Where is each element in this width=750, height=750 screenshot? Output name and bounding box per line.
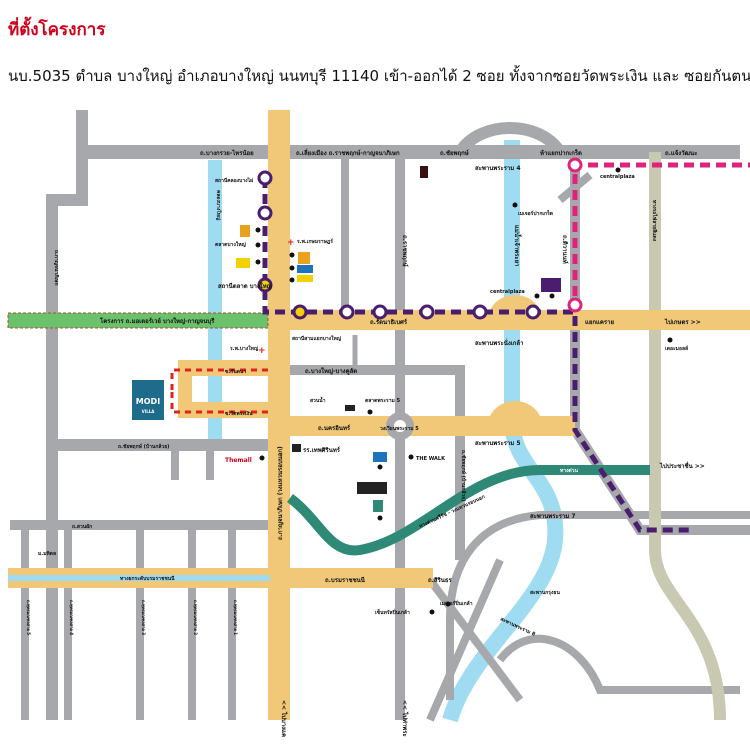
landmark-label: เมเจอร์ปิ่นเกล้า	[440, 599, 473, 607]
purple-line-stations	[257, 170, 541, 320]
landmark-label: THE WALK	[416, 456, 446, 462]
road-label: ถ.ติวานนท์	[561, 235, 569, 264]
chao-phraya-river	[442, 140, 564, 723]
road-label: << ไปท่าพระ	[401, 700, 409, 737]
landmark-label: centralplaza	[600, 174, 635, 180]
road-label: ถ.กาญจนาภิเษก	[53, 250, 60, 286]
landmark-label: สถานีคลองบางไผ่	[215, 177, 253, 184]
hospital-icon: +	[287, 238, 295, 248]
road-label: แยกแคราย	[585, 319, 614, 326]
road-label: ถ.แจ้งวัฒนะ	[665, 149, 697, 157]
pink-station	[567, 297, 583, 313]
purple-line	[262, 178, 690, 533]
road-label: ถ.กาญจนาภิเษก (วงแหวนรอบนอก)	[276, 446, 284, 540]
road-label: ถ.บรมราชชนนี	[325, 576, 366, 584]
project-sub: VILLA	[142, 409, 156, 414]
road-label: ถ.ชัยพฤกษ์	[440, 149, 469, 157]
landmark-label: สะพานพระราม 7	[530, 513, 576, 520]
road-label: ถ.รัตนาธิเบศร์	[370, 318, 408, 326]
access-route	[170, 368, 268, 414]
road-label: ถ.เลี่ยงเมือง ถ.ราชพฤกษ์-กาญจนาภิเษก	[296, 148, 400, 157]
road-label: ถ.พุทธมณฑลสาย 2	[192, 600, 198, 635]
road-label: ทางด่วน	[560, 467, 579, 474]
road-label: วงเวียนพระราม 5	[380, 425, 419, 432]
project-address: นบ.5035 ตำบล บางใหญ่ อำเภอบางใหญ่ นนทบุร…	[8, 67, 750, 85]
expressway	[286, 465, 650, 556]
landmark-label: สะพานพระนั่งเกล้า	[475, 338, 523, 347]
road-label: ถ.ชัยพฤกษ์ (บ้านกล้วย)	[118, 443, 169, 450]
landmark-label: Themall	[225, 457, 252, 464]
road-label: คลองบางใหญ่	[215, 190, 222, 221]
road-label: ถ.ชัยพฤกษ์ (บ้านกล้วย)	[460, 450, 467, 501]
road-label: ไปประชาชื่น >>	[659, 461, 705, 470]
landmark-label: ร.พ.เกษมราษฎร์	[297, 238, 333, 245]
brand-logos	[236, 166, 561, 512]
landmark-label: สถานีตลาด บางใหญ่	[218, 282, 272, 290]
main-roads	[8, 110, 750, 720]
chaengwattana-road	[649, 152, 726, 721]
road-label: ถ.พุทธมณฑลสาย 3	[140, 600, 146, 635]
landmark-label: ตลาดพระราม 5	[365, 398, 401, 404]
road-label: << ไปบางแค	[280, 700, 288, 737]
landmark-label: สถานีสามแยกบางใหญ่	[292, 335, 342, 342]
landmark-label: centralplaza	[490, 289, 525, 295]
hospital-icon: +	[258, 346, 266, 356]
landmark-label: ร.พ.บางใหญ่	[230, 345, 259, 352]
road-label: ถ.พุทธมณฑลสาย 1	[232, 600, 238, 635]
road-label: ซ.กันตนา	[225, 368, 246, 375]
pink-station	[567, 157, 583, 173]
landmark-label: สะพานกรุงธน	[530, 590, 560, 596]
road-label: ห้าแยกปากเกร็ด	[540, 148, 582, 157]
minor-roads	[10, 110, 750, 722]
landmark-label: เดอะมอลล์	[665, 345, 688, 352]
landmark-label: สะพานพระราม 4	[475, 165, 521, 172]
project-name: MODI	[136, 397, 160, 406]
page-title: ที่ตั้งโครงการ	[8, 20, 106, 40]
landmark-label: ม.มหิดล	[38, 550, 56, 557]
road-label: ซ.วัดพระเงิน	[225, 410, 253, 417]
road-label: ถ.สิรินธร	[428, 576, 453, 584]
road-label: ถ.นครอินทร์	[318, 424, 351, 432]
landmark-label: สะพานพระราม 5	[475, 440, 521, 447]
road-label: ทางยกระดับบรมราชชนนี	[120, 575, 175, 582]
elevated-expressway	[8, 575, 270, 581]
landmark-label: ตลาดบางใหญ่	[215, 241, 247, 248]
landmark-label: เซ็นทรัลปิ่นเกล้า	[375, 608, 410, 616]
road-label: ไปเกษตร >>	[664, 318, 701, 326]
river-label: แม่น้ำเจ้าพระยา	[513, 225, 523, 267]
landmark-label: รร.เทพศิรินทร์	[303, 446, 341, 454]
road-label: ถ.ราชพฤกษ์	[401, 235, 409, 267]
road-label: ถ.บางกรวย-ไทรน้อย	[200, 149, 254, 157]
motorway-project	[7, 312, 269, 329]
road-label: ถ.สวนผัก	[72, 523, 92, 530]
road-label: โครงการ ถ.มอเตอร์เวย์ บางใหญ่-กาญจนบุรี	[99, 317, 215, 325]
pink-line	[572, 162, 750, 312]
road-label: ถ.บางใหญ่-บางคูลัด	[305, 367, 357, 376]
road-label: ถ.พุทธมณฑลสาย 5	[25, 600, 31, 635]
landmark-label: สวนน้ำ	[310, 395, 326, 404]
rama5-circle-center	[394, 420, 406, 432]
landmark-label: เมเจอร์ปากเกร็ด	[518, 209, 553, 217]
project-marker	[132, 380, 164, 420]
road-label: ถ.พุทธมณฑลสาย 4	[68, 600, 74, 635]
landmark-dots	[255, 167, 673, 615]
road-label: ทางรถไฟสายสีแดง	[651, 200, 658, 242]
